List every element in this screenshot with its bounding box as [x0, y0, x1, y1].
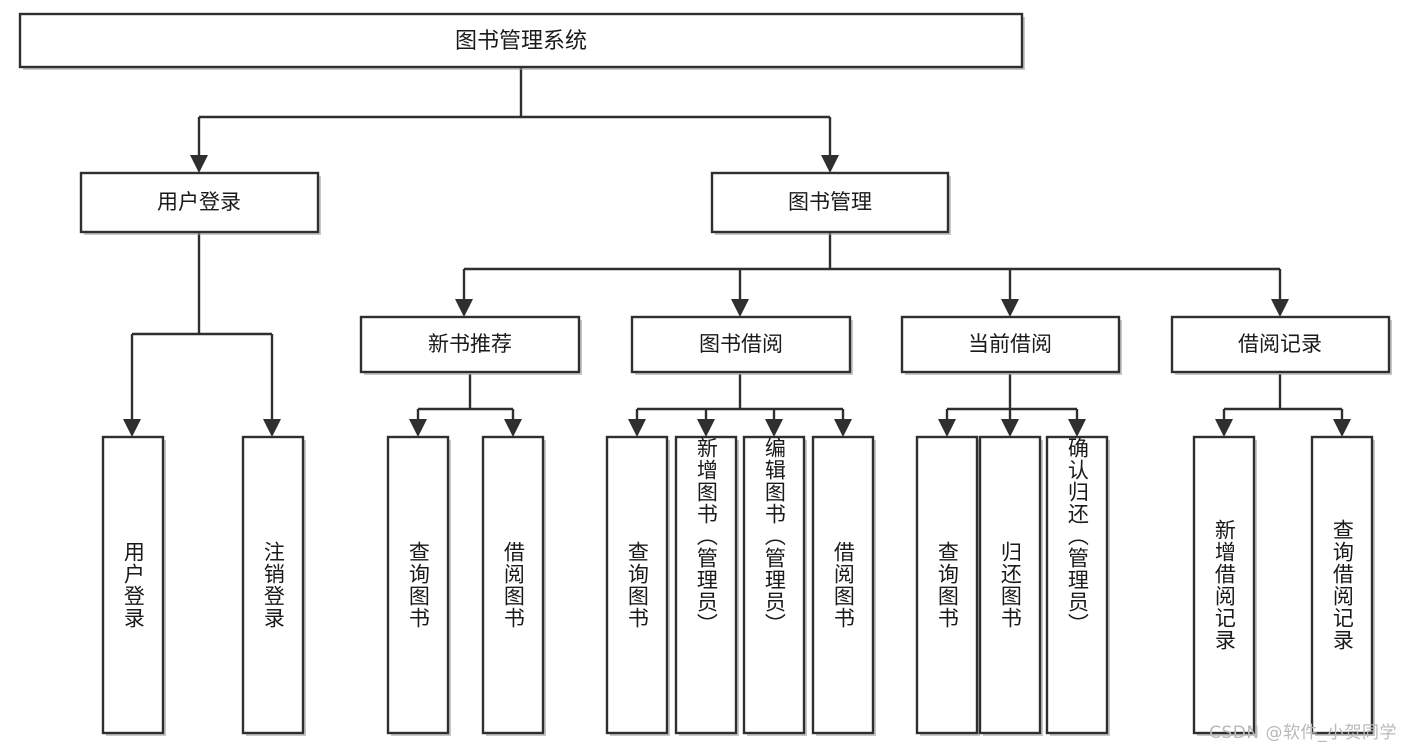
node-leaf-logout-login[interactable] — [241, 435, 306, 736]
connector-group-book-manage — [455, 232, 1289, 317]
arrowhead-leaf-query-book-1 — [409, 419, 427, 437]
arrowhead-leaf-query-book-2 — [628, 419, 646, 437]
node-leaf-query-book-1[interactable] — [386, 435, 451, 736]
node-user-login-label: 用户登录 — [157, 190, 241, 214]
arrowhead-leaf-edit-book — [765, 419, 783, 437]
arrowhead-leaf-borrow-book-1 — [504, 419, 522, 437]
node-borrow-record[interactable]: 借阅记录 — [1170, 315, 1392, 375]
node-current-borrow[interactable]: 当前借阅 — [900, 315, 1122, 375]
arrowhead-leaf-query-record — [1333, 419, 1351, 437]
node-leaf-edit-book[interactable] — [742, 435, 807, 736]
node-new-book-recommend-label: 新书推荐 — [428, 332, 512, 356]
node-book-borrow[interactable]: 图书借阅 — [630, 315, 853, 375]
arrowhead-leaf-return-book — [1001, 419, 1019, 437]
connector-group-new-book-recommend — [409, 374, 522, 437]
node-leaf-query-record[interactable] — [1310, 435, 1375, 736]
node-user-login[interactable]: 用户登录 — [79, 171, 321, 235]
csdn-watermark: CSDN @软件_小贺同学 — [1209, 723, 1397, 743]
node-root-label: 图书管理系统 — [455, 29, 587, 54]
arrowhead-leaf-add-book — [697, 419, 715, 437]
node-root[interactable]: 图书管理系统 — [18, 12, 1025, 70]
arrowhead-book-manage — [821, 155, 839, 173]
node-leaf-user-login[interactable] — [101, 435, 166, 736]
arrowhead-leaf-add-record — [1215, 419, 1233, 437]
arrowhead-book-borrow — [731, 299, 749, 317]
node-new-book-recommend[interactable]: 新书推荐 — [359, 315, 582, 375]
connector-group-book-borrow — [628, 374, 852, 437]
node-leaf-return-book[interactable] — [978, 435, 1043, 736]
node-leaf-borrow-book-2[interactable] — [811, 435, 876, 736]
node-book-manage[interactable]: 图书管理 — [710, 171, 951, 235]
arrowhead-leaf-query-book-3 — [938, 419, 956, 437]
node-book-borrow-label: 图书借阅 — [699, 332, 783, 356]
node-leaf-confirm-return[interactable] — [1045, 435, 1110, 736]
node-current-borrow-label: 当前借阅 — [968, 332, 1052, 356]
arrowhead-current-borrow — [1001, 299, 1019, 317]
node-leaf-query-book-2[interactable] — [605, 435, 670, 736]
node-borrow-record-label: 借阅记录 — [1238, 332, 1322, 356]
connector-group-current-borrow — [938, 374, 1086, 437]
arrowhead-leaf-user-login — [123, 419, 141, 437]
node-book-manage-label: 图书管理 — [788, 190, 872, 214]
arrowhead-user-login — [190, 155, 208, 173]
arrowhead-borrow-record — [1271, 299, 1289, 317]
node-leaf-add-record[interactable] — [1192, 435, 1257, 736]
arrowhead-leaf-logout-login — [263, 419, 281, 437]
connector-group-borrow-record — [1215, 374, 1351, 437]
node-leaf-borrow-book-1[interactable] — [481, 435, 546, 736]
connector-group-user-login — [123, 232, 281, 437]
connector-group-root — [190, 67, 839, 173]
node-leaf-query-book-3[interactable] — [915, 435, 980, 736]
arrowhead-new-book-recommend — [455, 299, 473, 317]
arrowhead-leaf-borrow-book-2 — [834, 419, 852, 437]
node-leaf-add-book[interactable] — [674, 435, 739, 736]
arrowhead-leaf-confirm-return — [1068, 419, 1086, 437]
